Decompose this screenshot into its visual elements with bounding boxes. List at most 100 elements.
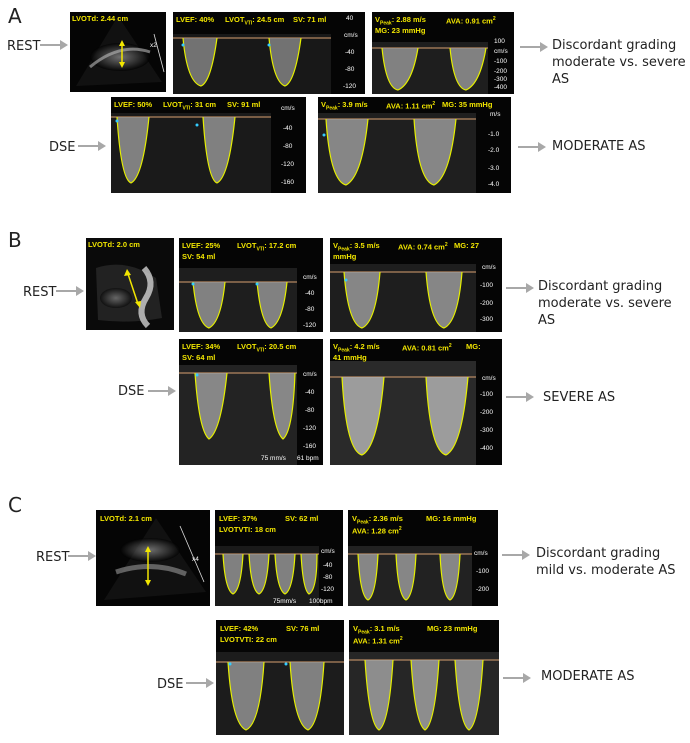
depth-marker: x2	[150, 42, 157, 49]
mg-annotation: MG: 23 mmHg	[427, 624, 478, 633]
tick-label: -80	[305, 306, 315, 313]
arrow-dse-result-c-icon	[503, 673, 531, 683]
tick-label: -400	[494, 84, 508, 91]
tick-label: -40	[305, 389, 315, 396]
tick-label: m/s	[490, 111, 501, 118]
mg-value-annotation: 41 mmHg	[333, 353, 367, 362]
lvot-vti-annotation: LVOTVTI: 17.2 cm	[237, 241, 297, 253]
rest-label-b: REST	[23, 285, 57, 300]
tick-label: cm/s	[474, 550, 488, 557]
mg-annotation: MG: 27	[454, 241, 480, 250]
tick-label: -80	[305, 407, 315, 414]
vpeak-annotation: VPeak: 3.5 m/s	[333, 241, 380, 253]
mg-annotation: MG: 16 mmHg	[426, 514, 477, 523]
depth-marker: x4	[192, 556, 199, 563]
tick-label: -40	[305, 290, 315, 297]
tick-label: -40	[345, 49, 355, 56]
tick-label: -100	[494, 58, 508, 65]
tick-label: -120	[281, 161, 295, 168]
tick-label: -400	[480, 445, 494, 452]
lvef-annotation: LVEF: 40%	[176, 15, 215, 24]
lvot-vti-annotation: LVOTVTI: 24.5 cm	[225, 15, 285, 27]
dse-label-a: DSE	[49, 140, 76, 155]
arrow-dse-result-a-icon	[518, 142, 546, 152]
doppler-av-rest-b: VPeak: 3.5 m/s AVA: 0.74 cm2 MG: 27 mmHg…	[330, 238, 502, 332]
tick-label: -40	[323, 562, 333, 569]
tick-label: -120	[303, 425, 317, 432]
echo-2d-rest-b: LVOTd: 2.0 cm	[86, 238, 174, 330]
tick-label: 100	[494, 38, 505, 45]
dse-result-c: MODERATE AS	[541, 669, 635, 684]
doppler-av-dse-a: VPeak: 3.9 m/s AVA: 1.11 cm2 MG: 35 mmHg…	[318, 97, 511, 193]
lvef-annotation: LVEF: 34%	[182, 342, 221, 351]
ava-annotation: AVA: 1.11 cm2	[386, 101, 436, 111]
arrow-dse-result-b-icon	[506, 392, 534, 402]
lvef-annotation: LVEF: 25%	[182, 241, 221, 250]
sv-annotation: SV: 64 ml	[182, 353, 216, 362]
arrow-rest-result-b-icon	[506, 283, 534, 293]
lvef-annotation: LVEF: 50%	[114, 100, 153, 109]
lvot-vti-annotation: LVOTVTI: 31 cm	[163, 100, 217, 112]
arrow-dse-c-icon	[186, 678, 214, 688]
doppler-av-rest-a: VPeak: 2.88 m/s AVA: 0.91 cm2 MG: 23 mmH…	[372, 12, 514, 94]
doppler-lvot-rest-a: LVEF: 40% LVOTVTI: 24.5 cm SV: 71 ml 40 …	[173, 12, 365, 94]
tick-label: -160	[281, 179, 295, 186]
sv-annotation: SV: 91 ml	[227, 100, 261, 109]
mg-annotation: MG: 35 mmHg	[442, 100, 493, 109]
sv-annotation: SV: 71 ml	[293, 15, 327, 24]
arrow-rest-result-c-icon	[502, 550, 530, 560]
mg-annotation: MG:	[466, 342, 481, 351]
tick-label: cm/s	[281, 105, 295, 112]
dse-result-a: MODERATE AS	[552, 139, 646, 154]
tick-label: cm/s	[303, 371, 317, 378]
lvot-vti-annotation: LVOTVTI: 20.5 cm	[237, 342, 297, 354]
panel-letter-c: C	[8, 493, 22, 517]
tick-label: -2.0	[488, 147, 500, 154]
lvotd-annotation: LVOTd: 2.0 cm	[88, 240, 140, 249]
tick-label: -80	[345, 66, 355, 73]
tick-label: -120	[321, 586, 335, 593]
tick-label: -300	[480, 427, 494, 434]
tick-label: cm/s	[482, 375, 496, 382]
lvef-annotation: LVEF: 37%	[219, 514, 258, 523]
mg-annotation: MG: 23 mmHg	[375, 26, 426, 35]
tick-label: cm/s	[321, 548, 335, 555]
arrow-dse-b-icon	[148, 386, 176, 396]
sv-annotation: SV: 54 ml	[182, 252, 216, 261]
tick-label: -200	[476, 586, 490, 593]
sv-annotation: SV: 76 ml	[286, 624, 320, 633]
doppler-lvot-rest-b: LVEF: 25% LVOTVTI: 17.2 cm SV: 54 ml cm/…	[179, 238, 323, 332]
doppler-av-dse-c: VPeak: 3.1 m/s MG: 23 mmHg AVA: 1.31 cm2	[349, 620, 499, 735]
tick-label: -3.0	[488, 165, 500, 172]
doppler-av-rest-c: VPeak: 2.36 m/s MG: 16 mmHg AVA: 1.28 cm…	[348, 510, 498, 606]
doppler-lvot-dse-c: LVEF: 42% SV: 76 ml LVOTVTI: 22 cm	[216, 620, 344, 735]
panel-letter-b: B	[8, 228, 22, 252]
vpeak-annotation: VPeak: 3.1 m/s	[353, 624, 400, 636]
echo-2d-rest-a: LVOTd: 2.44 cm x2	[70, 12, 166, 92]
dse-label-c: DSE	[157, 677, 184, 692]
vpeak-annotation: VPeak: 2.88 m/s	[375, 15, 426, 27]
heart-rate: 100bpm	[309, 598, 333, 605]
tick-label: -40	[283, 125, 293, 132]
ava-annotation: AVA: 0.74 cm2	[398, 242, 448, 252]
tick-label: -300	[480, 316, 494, 323]
arrow-rest-c-icon	[68, 551, 96, 561]
sv-annotation: SV: 62 ml	[285, 514, 319, 523]
lvotd-annotation: LVOTd: 2.1 cm	[100, 514, 152, 523]
tick-label: -200	[480, 409, 494, 416]
ava-annotation: AVA: 0.91 cm2	[446, 16, 496, 26]
tick-label: -80	[323, 574, 333, 581]
sweep-speed: 75 mm/s	[261, 455, 286, 462]
tick-label: -80	[283, 143, 293, 150]
tick-label: -100	[480, 391, 494, 398]
tick-label: cm/s	[494, 48, 508, 55]
dse-result-b: SEVERE AS	[543, 390, 616, 405]
tick-label: -100	[480, 282, 494, 289]
dse-label-b: DSE	[118, 384, 145, 399]
arrow-rest-b-icon	[56, 286, 84, 296]
ava-annotation: AVA: 1.28 cm2	[352, 526, 402, 536]
ava-annotation: AVA: 1.31 cm2	[353, 636, 403, 646]
sweep-speed: 75mm/s	[273, 598, 297, 605]
heart-rate: 61 bpm	[297, 455, 319, 462]
